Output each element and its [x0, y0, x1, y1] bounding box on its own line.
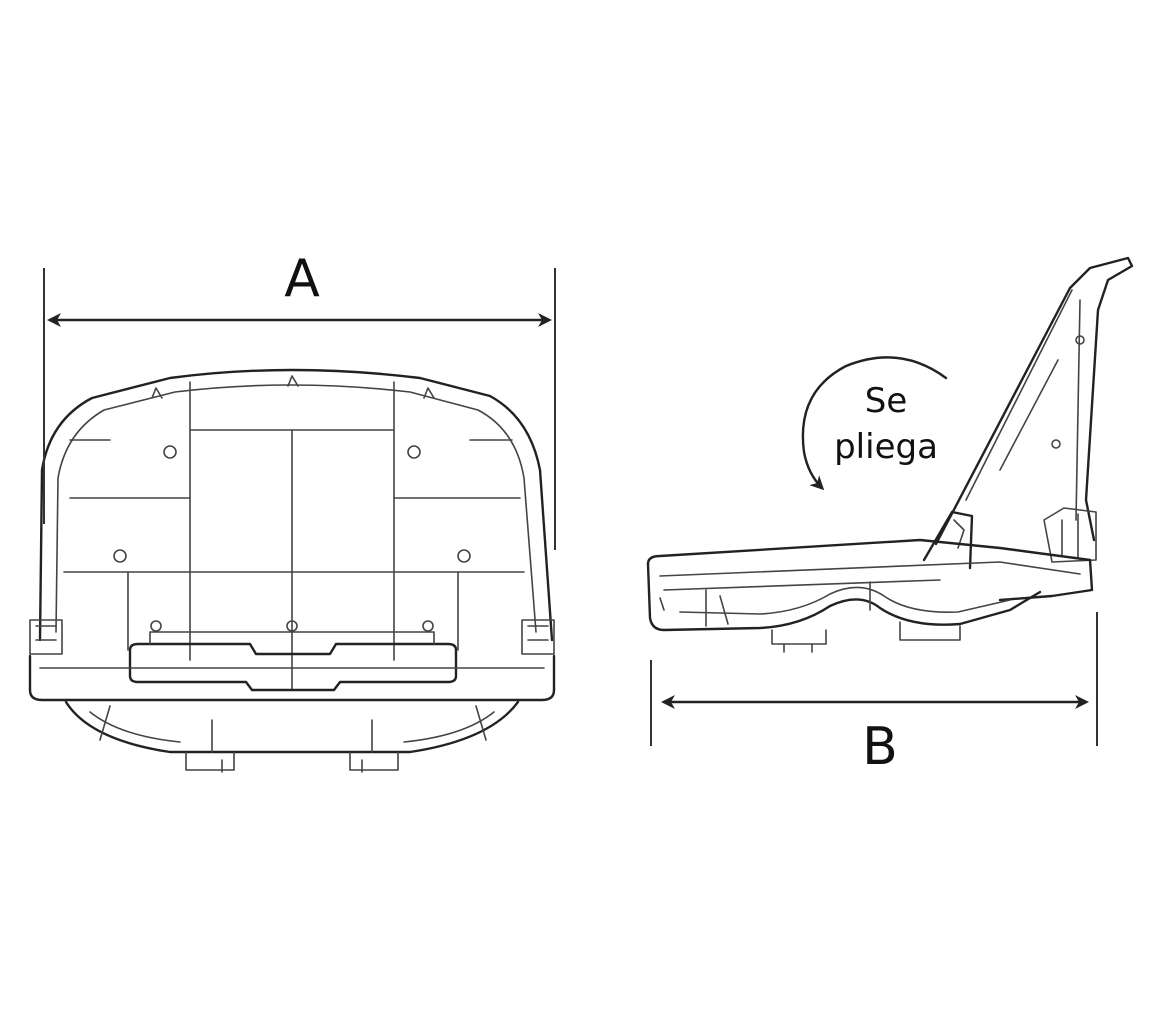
fold-label-line2: pliega: [834, 427, 938, 467]
front-view-seat: [28, 368, 556, 773]
dimension-label-a: A: [284, 249, 320, 309]
fold-arrow: [801, 356, 948, 491]
side-view-seat: [646, 256, 1134, 653]
dimension-label-b: B: [862, 717, 898, 777]
fold-label-line1: Se: [865, 381, 908, 421]
